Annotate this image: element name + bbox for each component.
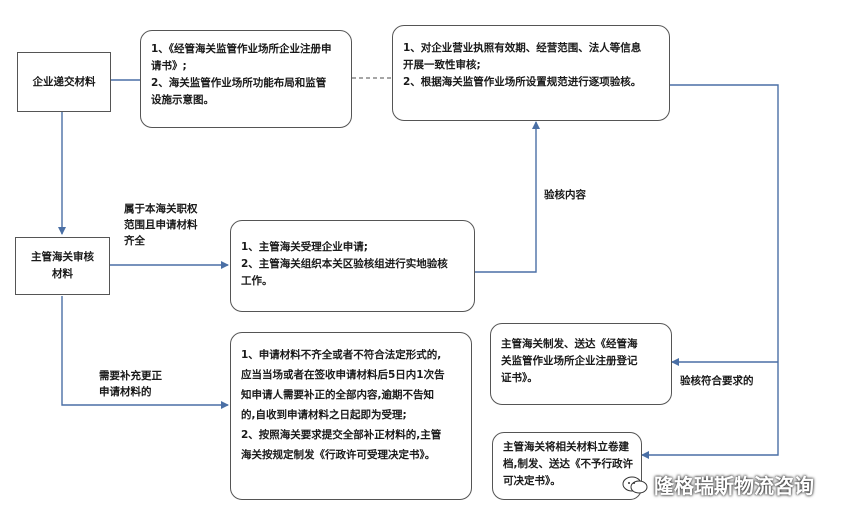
supplement-line-2: 应当当场或者在签收申请材料后5日内1次告: [241, 369, 445, 381]
submit-materials-text: 企业递交材料: [32, 75, 96, 88]
issue-cert-line-1: 主管海关制发、送达《经管海: [501, 338, 638, 350]
need-supplement-line-1: 需要补充更正: [99, 370, 162, 382]
meets-requirements-text: 验核符合要求的: [680, 375, 754, 387]
required-docs-line-2: 请书》;: [151, 60, 187, 72]
review-line-2: 材料: [52, 268, 73, 280]
issue-cert-line-2: 关监管作业场所企业注册登记: [501, 355, 638, 367]
wechat-icon: [622, 476, 648, 493]
required-documents-box: 1、《经管海关监管作业场所企业注册申 请书》; 2、海关监管作业场所功能布局和监…: [140, 30, 352, 128]
issue-certificate-box: 主管海关制发、送达《经管海 关监管作业场所企业注册登记 证书》。: [490, 323, 672, 405]
jurisdiction-line-2: 范围且申请材料: [124, 219, 198, 231]
required-docs-line-4: 设施示意图。: [151, 94, 214, 106]
supplement-line-6: 海关按规定制发《行政许可受理决定书》。: [241, 449, 436, 461]
meets-requirements-label: 验核符合要求的: [680, 373, 754, 389]
connector-verify-right: [670, 84, 779, 400]
need-supplement-line-2: 申请材料的: [99, 386, 152, 398]
verify-content-text: 验核内容: [544, 189, 586, 201]
review-line-1: 主管海关审核: [31, 251, 94, 263]
verify-line-2: 开展一致性审核;: [403, 59, 481, 71]
accept-application-box: 1、主管海关受理企业申请; 2、主管海关组织本关区验核组进行实地验核 工作。: [230, 220, 475, 312]
watermark: 隆格瑞斯物流咨询: [622, 470, 814, 499]
supplement-line-3: 知申请人需要补正的全部内容,逾期不告知: [241, 389, 434, 401]
jurisdiction-line-1: 属于本海关职权: [124, 203, 198, 215]
watermark-text: 隆格瑞斯物流咨询: [654, 474, 814, 498]
reject-line-3: 可决定书》。: [503, 475, 561, 487]
required-docs-line-3: 2、海关监管作业场所功能布局和监管: [151, 77, 327, 89]
supplement-line-4: 的,自收到申请材料之日起即为受理;: [241, 409, 407, 421]
need-supplement-label: 需要补充更正 申请材料的: [99, 368, 162, 400]
verification-content-label: 验核内容: [544, 187, 586, 203]
arrow-to-reject: [641, 400, 779, 459]
reject-decision-box: 主管海关将相关材料立卷建 档,制发、送达《不予行政许 可决定书》。: [492, 432, 642, 500]
jurisdiction-condition-label: 属于本海关职权 范围且申请材料 齐全: [124, 201, 198, 249]
arrow-accept-verify: [475, 121, 540, 273]
accept-line-3: 工作。: [241, 275, 273, 287]
required-docs-line-1: 1、《经管海关监管作业场所企业注册申: [151, 43, 332, 55]
verify-line-1: 1、对企业营业执照有效期、经营范围、法人等信息: [403, 42, 642, 54]
accept-line-2: 2、主管海关组织本关区验核组进行实地验核: [241, 258, 448, 270]
arrow-review-supplement: [61, 296, 229, 409]
supplement-line-1: 1、申请材料不齐全或者不符合法定形式的,: [241, 349, 442, 361]
reject-line-1: 主管海关将相关材料立卷建: [503, 441, 629, 453]
accept-line-1: 1、主管海关受理企业申请;: [241, 241, 369, 253]
supplement-line-5: 2、按照海关要求提交全部补正材料的,主管: [241, 429, 442, 441]
issue-cert-line-3: 证书》。: [501, 372, 538, 384]
verification-box: 1、对企业营业执照有效期、经营范围、法人等信息 开展一致性审核; 2、根据海关监…: [392, 25, 670, 121]
reject-line-2: 档,制发、送达《不予行政许: [503, 458, 633, 470]
customs-review-box: 主管海关审核 材料: [15, 237, 110, 295]
supplement-materials-box: 1、申请材料不齐全或者不符合法定形式的, 应当当场或者在签收申请材料后5日内1次…: [230, 332, 472, 500]
jurisdiction-line-3: 齐全: [124, 235, 145, 247]
verify-line-3: 2、根据海关监管作业场所设置规范进行逐项验核。: [403, 76, 642, 88]
submit-materials-box: 企业递交材料: [17, 52, 111, 112]
